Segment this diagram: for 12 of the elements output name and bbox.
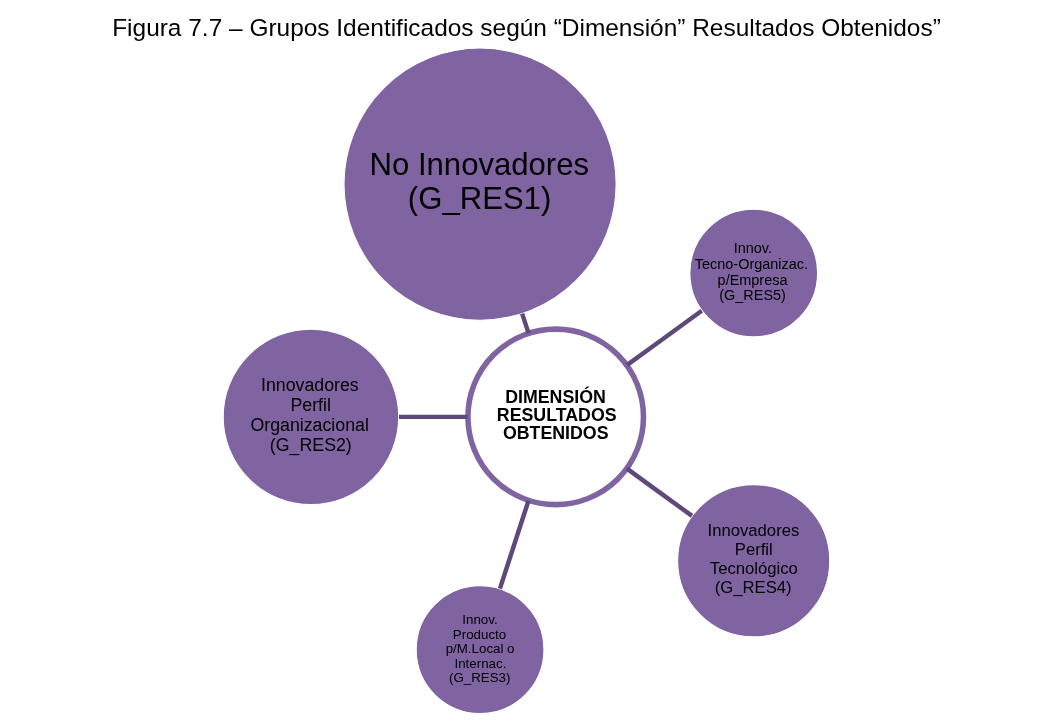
node-circle: No Innovadores (G_RES1)	[343, 47, 617, 321]
node-circle: Innov. Tecno-Organizac. p/Empresa (G_RES5)	[689, 208, 819, 338]
node-circle: DIMENSIÓN RESULTADOS OBTENIDOS	[465, 326, 647, 508]
node-circle: Innov. Producto p/M.Local o Internac. (G_RES3)	[415, 585, 545, 715]
connector	[399, 414, 468, 420]
connector	[625, 308, 704, 367]
connector	[497, 499, 531, 590]
connector	[520, 313, 531, 334]
connector	[625, 466, 694, 518]
node-circle: Innovadores Perfil Organizacional (G_RES2)	[222, 328, 400, 506]
node-circle: Innovadores Perfil Tecnológico (G_RES4)	[677, 484, 831, 638]
diagram-title: Figura 7.7 – Grupos Identificados según “Dimensión” Resultados Obtenidos”	[112, 14, 941, 42]
